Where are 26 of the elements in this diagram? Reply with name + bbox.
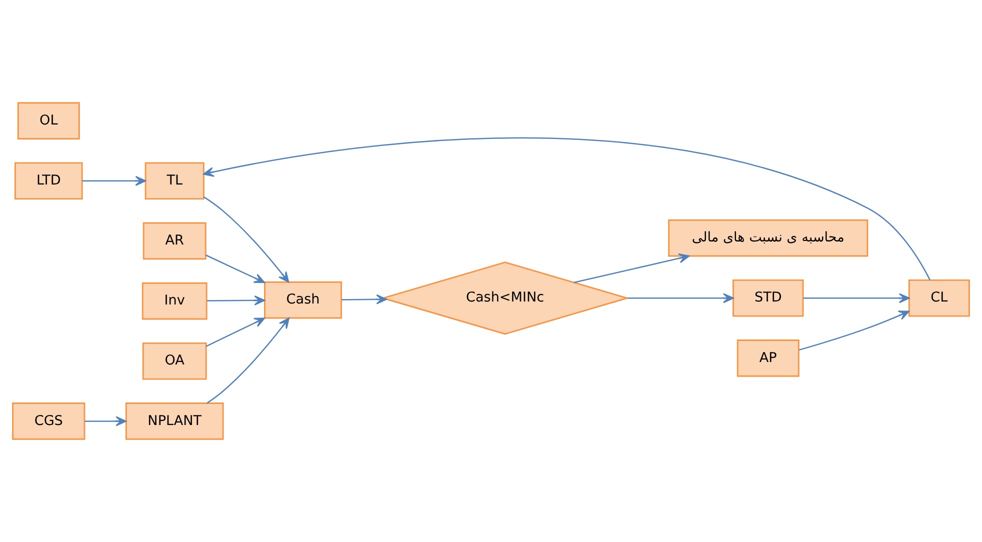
arrow: [84, 416, 126, 426]
arrow: [203, 138, 931, 280]
arrow: [342, 294, 388, 304]
node-box: AR: [142, 222, 206, 260]
node-box: Cash: [264, 281, 342, 319]
node-box: محاسبه ی نسبت های مالی: [668, 219, 868, 257]
arrow: [574, 253, 690, 284]
arrow: [206, 254, 265, 284]
arrow: [798, 310, 910, 351]
arrow: [206, 295, 266, 306]
arrow: [627, 293, 734, 304]
arrow: [204, 196, 290, 283]
node-box: CGS: [12, 402, 86, 440]
node-box: LTD: [14, 162, 83, 200]
node-box: Inv: [142, 282, 208, 320]
node-box: CL: [908, 279, 970, 317]
node-box: TL: [144, 162, 204, 200]
arrow: [206, 318, 290, 404]
arrow: [803, 293, 910, 304]
node-box: OA: [142, 342, 207, 380]
node-box: OL: [17, 102, 80, 140]
node-box: NPLANT: [125, 402, 224, 440]
node-box: AP: [736, 340, 800, 377]
arrow: [82, 176, 146, 186]
node-box: STD: [732, 279, 804, 317]
arrow: [206, 318, 266, 347]
